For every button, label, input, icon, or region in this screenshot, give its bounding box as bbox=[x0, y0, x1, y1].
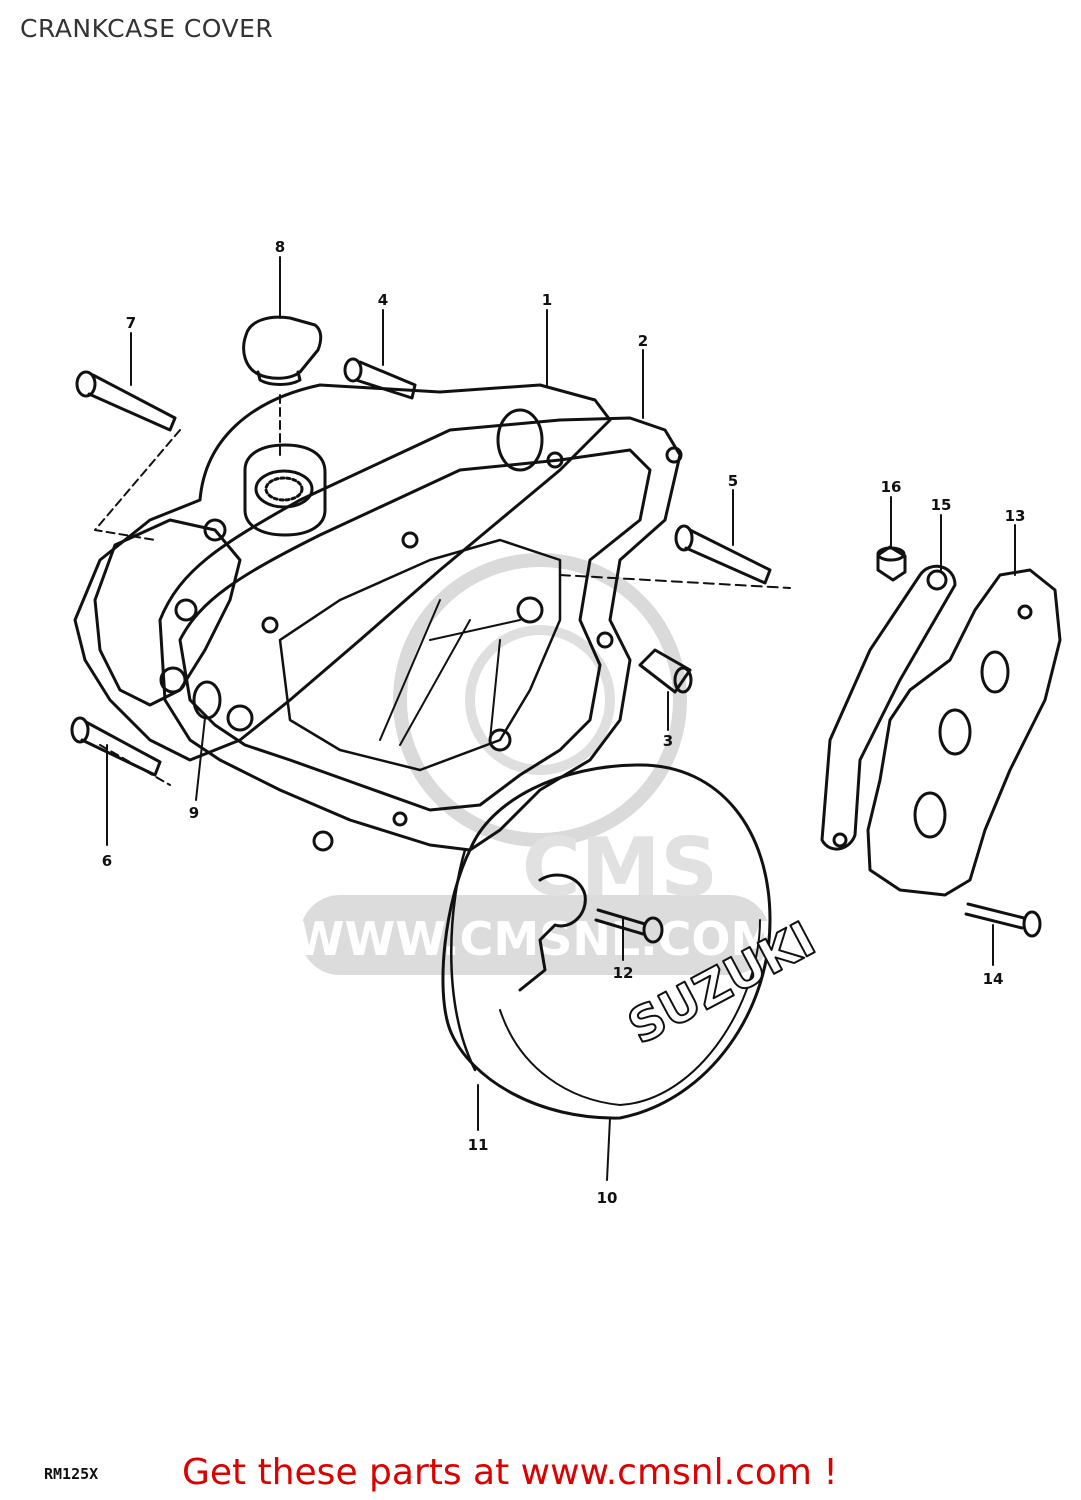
model-code: RM125X bbox=[44, 1465, 99, 1483]
bolt-5-part bbox=[674, 524, 772, 585]
callout-16: 16 bbox=[881, 478, 902, 496]
bolt-4-part bbox=[343, 357, 417, 400]
callout-10: 10 bbox=[597, 1189, 618, 1207]
parts-link[interactable]: Get these parts at www.cmsnl.com ! bbox=[182, 1452, 838, 1493]
watermark: WWW.CMSNL.COM CMS bbox=[294, 553, 777, 975]
callout-9: 9 bbox=[189, 804, 199, 822]
screw-12-part bbox=[594, 908, 664, 944]
callout-6: 6 bbox=[102, 852, 112, 870]
callout-8: 8 bbox=[275, 238, 285, 256]
callout-7: 7 bbox=[126, 314, 136, 332]
bolt-6-part bbox=[70, 716, 162, 777]
dowel-pin-3-part bbox=[638, 648, 693, 694]
watermark-logo: CMS bbox=[522, 821, 718, 914]
gasket-11-part bbox=[450, 848, 477, 1072]
callout-12: 12 bbox=[613, 964, 634, 982]
plate-13-part bbox=[866, 568, 1062, 897]
gasket-part bbox=[158, 416, 683, 852]
callout-1: 1 bbox=[542, 291, 552, 309]
oil-cap-part bbox=[242, 315, 323, 386]
crankcase-cover-part bbox=[73, 383, 612, 762]
callout-2: 2 bbox=[638, 332, 648, 350]
callout-13: 13 bbox=[1005, 507, 1026, 525]
callout-15: 15 bbox=[931, 496, 952, 514]
screw-14-part bbox=[964, 902, 1042, 938]
callout-5: 5 bbox=[728, 472, 738, 490]
callout-11: 11 bbox=[468, 1136, 489, 1154]
oring-9-part bbox=[192, 680, 222, 720]
leader-lines bbox=[94, 256, 1016, 1181]
bolt-7-part bbox=[75, 370, 177, 432]
watermark-url: WWW.CMSNL.COM bbox=[294, 912, 777, 966]
callout-3: 3 bbox=[663, 732, 673, 750]
page-title: CRANKCASE COVER bbox=[20, 14, 274, 43]
callout-14: 14 bbox=[983, 970, 1004, 988]
callouts: 8 4 1 2 7 5 16 15 13 3 9 6 12 14 11 10 bbox=[102, 238, 1026, 1207]
arm-15-part bbox=[820, 564, 957, 851]
callout-4: 4 bbox=[378, 291, 388, 309]
collar-16-part bbox=[876, 545, 907, 582]
